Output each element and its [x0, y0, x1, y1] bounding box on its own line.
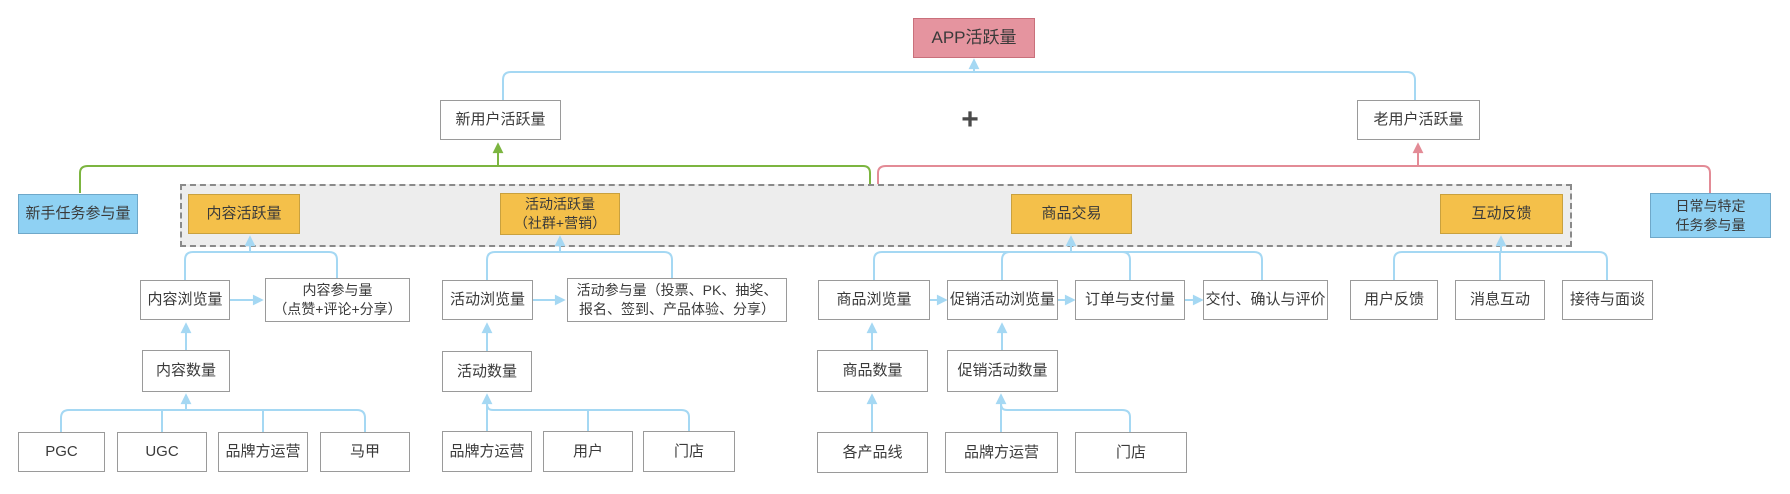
node-app-activity: APP活跃量 — [913, 18, 1035, 58]
node-promo-count: 促销活动数量 — [947, 350, 1058, 392]
node-product-lines: 各产品线 — [817, 432, 928, 473]
node-message-interaction: 消息互动 — [1455, 280, 1545, 320]
edges-event-group — [481, 235, 690, 431]
edges-goods-group — [866, 235, 1263, 432]
node-goods-trade: 商品交易 — [1011, 194, 1132, 234]
node-daily-task-participation: 日常与特定 任务参与量 — [1650, 193, 1771, 238]
node-vest: 马甲 — [320, 432, 410, 472]
node-store-event: 门店 — [643, 431, 735, 472]
plus-sign: + — [961, 103, 979, 136]
node-goods-views: 商品浏览量 — [818, 280, 930, 320]
node-event-engagement: 活动参与量（投票、PK、抽奖、 报名、签到、产品体验、分享） — [567, 278, 787, 322]
node-user: 用户 — [543, 431, 633, 472]
node-brand-operation-goods: 品牌方运营 — [945, 432, 1058, 473]
node-pgc: PGC — [18, 432, 105, 472]
node-brand-operation-content: 品牌方运营 — [218, 432, 308, 472]
node-reception-interview: 接待与面谈 — [1562, 280, 1653, 320]
node-delivery-confirm-review: 交付、确认与评价 — [1203, 280, 1328, 320]
edges-content-group — [60, 235, 366, 432]
node-content-count: 内容数量 — [142, 350, 230, 392]
node-content-engagement: 内容参与量 （点赞+评论+分享） — [265, 278, 410, 322]
node-content-activity: 内容活跃量 — [188, 194, 300, 234]
node-event-activity: 活动活跃量 （社群+营销） — [500, 193, 620, 235]
node-ugc: UGC — [117, 432, 207, 472]
node-goods-count: 商品数量 — [817, 350, 928, 392]
edges-interaction-group — [1393, 235, 1608, 280]
node-order-payment: 订单与支付量 — [1075, 280, 1185, 320]
node-interaction-feedback: 互动反馈 — [1440, 194, 1563, 234]
node-brand-operation-event: 品牌方运营 — [442, 431, 532, 472]
edges-old-user-red — [877, 142, 1711, 193]
node-event-views: 活动浏览量 — [442, 280, 533, 320]
node-promo-views: 促销活动浏览量 — [947, 280, 1058, 320]
node-newbie-task-participation: 新手任务参与量 — [18, 194, 138, 234]
node-new-user-activity: 新用户活跃量 — [440, 100, 561, 140]
node-content-views: 内容浏览量 — [140, 280, 230, 320]
edges-new-user-green — [79, 142, 871, 193]
node-event-count: 活动数量 — [442, 351, 532, 392]
node-store-goods: 门店 — [1075, 432, 1187, 473]
edges-root — [502, 58, 1416, 102]
node-user-feedback: 用户反馈 — [1350, 280, 1438, 320]
dashed-group-container — [180, 184, 1572, 247]
node-old-user-activity: 老用户活跃量 — [1357, 100, 1480, 140]
